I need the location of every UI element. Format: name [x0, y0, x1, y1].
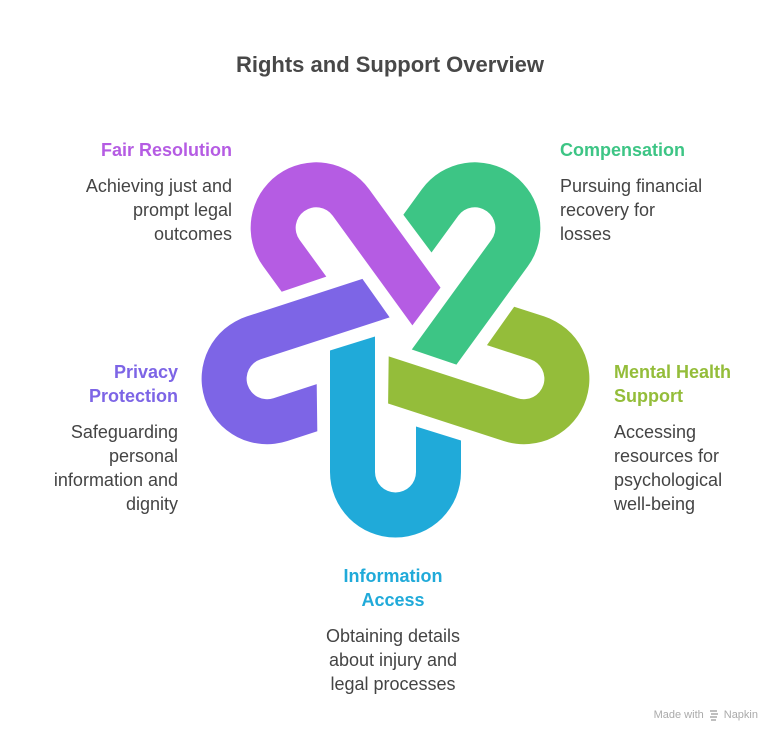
item-title: Compensation [560, 138, 702, 162]
item-description-line: Safeguarding [70, 422, 178, 442]
item-description-line: well-being [614, 494, 696, 514]
item-title-line: Support [614, 386, 683, 406]
item-description-line: information and [53, 470, 178, 490]
item-description-line: losses [560, 224, 612, 244]
item-description-line: prompt legal [132, 200, 232, 220]
item-title-line: Information [343, 566, 443, 586]
item-title-line: Access [361, 590, 425, 610]
knot-link-information-access [330, 336, 461, 538]
item-title-line: Mental Health [614, 362, 732, 382]
item-description-line: Accessing [614, 422, 697, 442]
item-description: Obtaining details about injury and legal p… [293, 624, 493, 696]
knot-link-privacy-protection [201, 278, 390, 445]
item-description-line: Pursuing financial [560, 176, 703, 196]
item-description: Safeguarding personal information and digni… [54, 420, 178, 516]
item-description-line: about injury and [328, 650, 458, 670]
item-description-line: resources for [614, 446, 720, 466]
watermark[interactable]: Made with Napkin [654, 709, 758, 721]
item-title-line: Fair Resolution [100, 140, 232, 160]
knot-link-compensation [403, 162, 541, 365]
item-description-line: outcomes [153, 224, 232, 244]
item-description: Accessing resources for psychological well-… [614, 420, 731, 516]
item-title-line: Compensation [560, 140, 686, 160]
item-description-line: Obtaining details [325, 626, 461, 646]
item-title-line: Protection [88, 386, 178, 406]
item-title-line: Privacy [113, 362, 178, 382]
watermark-brand: Napkin [723, 709, 758, 721]
item-description: Achieving just and prompt legal outcomes [86, 174, 232, 246]
item-compensation: Compensation Pursuing financial recovery … [560, 138, 702, 246]
knot-link-fair-resolution [250, 162, 441, 326]
item-description-line: psychological [614, 470, 723, 490]
item-description-line: Achieving just and [85, 176, 232, 196]
watermark-prefix: Made with [653, 709, 704, 721]
item-description-line: personal [108, 446, 178, 466]
diagram-title: Rights and Support Overview [235, 52, 545, 77]
knot-link-mental-health-support [388, 306, 590, 445]
item-description-line: dignity [125, 494, 178, 514]
napkin-logo-icon [709, 710, 718, 721]
item-description: Pursuing financial recovery for losses [560, 174, 702, 246]
item-fair-resolution: Fair Resolution Achieving just and prompt… [86, 138, 232, 246]
item-description-line: legal processes [330, 674, 456, 694]
item-description-line: recovery for [560, 200, 656, 220]
item-title: Fair Resolution [86, 138, 232, 162]
